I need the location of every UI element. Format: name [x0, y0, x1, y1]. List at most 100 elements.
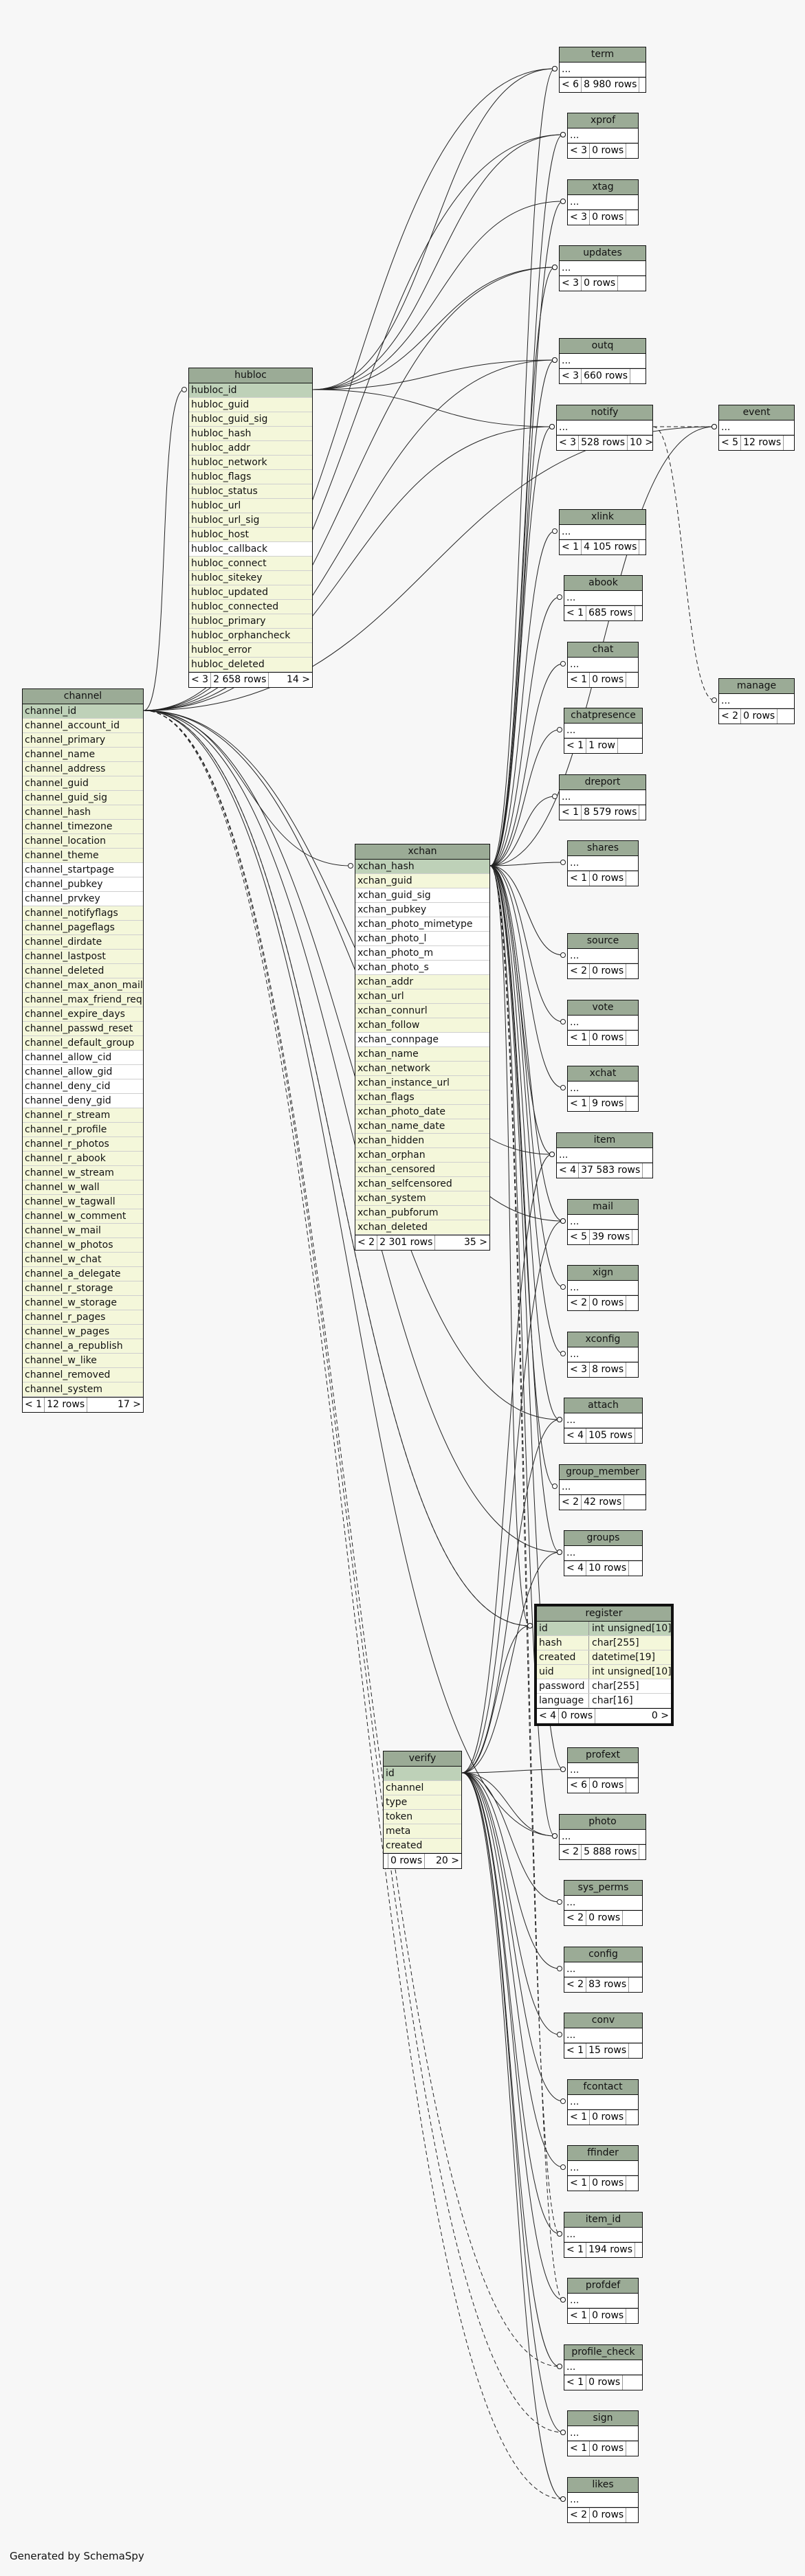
table-title[interactable]: vote [568, 1000, 638, 1016]
column-row: ... [564, 1896, 642, 1910]
table-title[interactable]: xconfig [568, 1332, 638, 1347]
table-title[interactable]: photo [560, 1815, 646, 1830]
table-title[interactable]: sign [568, 2411, 638, 2426]
table-title[interactable]: item [557, 1133, 652, 1148]
row-count: 0 rows [590, 2110, 627, 2125]
table-title[interactable]: hubloc [189, 368, 312, 383]
table-title[interactable]: xprof [568, 113, 638, 128]
table-title[interactable]: fcontact [568, 2080, 638, 2095]
parents-count: < 3 [568, 1363, 591, 1377]
row-count: 0 rows [590, 2441, 627, 2456]
table-title[interactable]: xchat [568, 1066, 638, 1082]
column-row: xchan_follow [355, 1018, 489, 1033]
relationship-line [143, 710, 560, 2367]
table-title[interactable]: source [568, 934, 638, 949]
table-title[interactable]: channel [23, 689, 143, 704]
table-title[interactable]: item_id [564, 2213, 642, 2228]
table-title[interactable]: dreport [560, 775, 646, 790]
table-title[interactable]: profile_check [564, 2345, 642, 2360]
column-row: xchan_flags [355, 1090, 489, 1105]
table-title[interactable]: xchan [355, 844, 489, 860]
table-title[interactable]: likes [568, 2478, 638, 2493]
column-row: xchan_hidden [355, 1134, 489, 1148]
table-title[interactable]: event [719, 405, 794, 421]
column-row: xchan_connpage [355, 1033, 489, 1047]
table-title[interactable]: attach [564, 1398, 642, 1413]
row-count: 685 rows [586, 606, 636, 620]
table-title[interactable]: profdef [568, 2278, 638, 2294]
table-title[interactable]: verify [384, 1751, 461, 1767]
cardinality-marker [557, 594, 562, 600]
column-row: hubloc_status [189, 484, 312, 499]
column-row: ... [564, 2360, 642, 2375]
table-title[interactable]: mail [568, 1200, 638, 1215]
table-title[interactable]: xtag [568, 180, 638, 195]
table-title[interactable]: updates [560, 246, 646, 261]
table-title[interactable]: conv [564, 2013, 642, 2028]
table-title[interactable]: manage [719, 679, 794, 694]
column-row: ... [560, 790, 646, 805]
table-title[interactable]: register [537, 1606, 671, 1622]
parents-count: < 1 [568, 871, 591, 886]
column-row: meta [384, 1824, 461, 1839]
table-title[interactable]: abook [564, 576, 642, 591]
table-title[interactable]: chatpresence [564, 708, 642, 724]
table-title[interactable]: group_member [560, 1465, 646, 1480]
table-title[interactable]: chat [568, 642, 638, 658]
row-count: 8 rows [590, 1363, 627, 1377]
table-title[interactable]: sys_perms [564, 1881, 642, 1896]
table-title[interactable]: groups [564, 1531, 642, 1546]
table-title[interactable]: term [560, 47, 646, 63]
table-title[interactable]: config [564, 1947, 642, 1962]
table-title[interactable]: shares [568, 841, 638, 856]
column-row: hubloc_deleted [189, 658, 312, 672]
table-title[interactable]: profext [568, 1748, 638, 1763]
table-title[interactable]: ffinder [568, 2146, 638, 2161]
table-title[interactable]: xign [568, 1266, 638, 1281]
table-title[interactable]: notify [557, 405, 652, 421]
table-title[interactable]: outq [560, 339, 646, 354]
table-title[interactable]: xlink [560, 510, 646, 525]
